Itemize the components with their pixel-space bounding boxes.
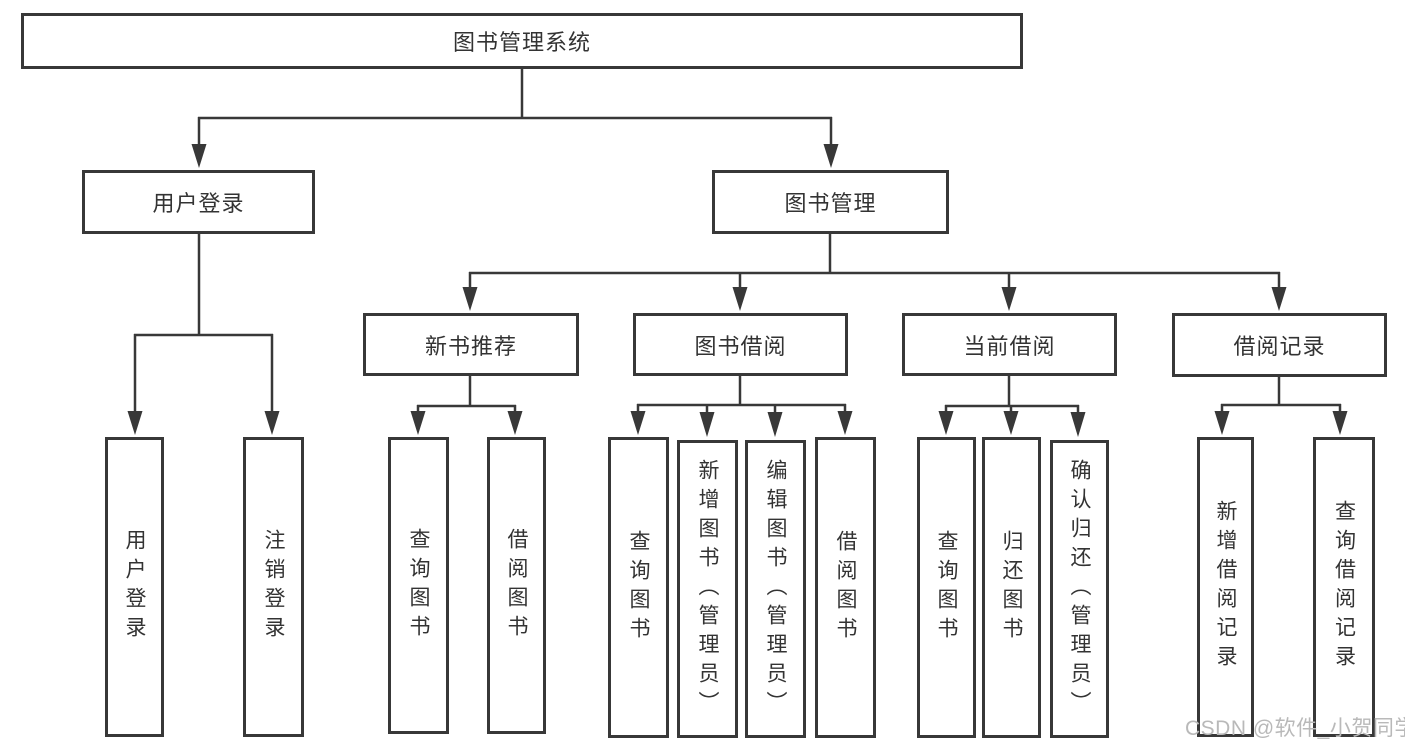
leaf-query-book-current: 查询图书 — [917, 437, 976, 738]
arrowhead-icon — [630, 411, 646, 435]
leaf-add-book-admin: 新增图书（管理员） — [677, 440, 738, 738]
arrowhead-icon — [462, 287, 478, 311]
csdn-watermark: CSDN @软件_小贺同学 — [1185, 717, 1405, 740]
arrowhead-icon — [767, 412, 783, 437]
arrowhead-icon — [837, 411, 853, 435]
node-label: 用户登录 — [123, 529, 147, 645]
node-label: 当前借阅 — [963, 333, 1056, 359]
node-label: 归还图书 — [1000, 529, 1024, 646]
leaf-borrow-book-recommend: 借阅图书 — [487, 437, 546, 734]
leaf-query-book-recommend: 查询图书 — [388, 437, 449, 734]
leaf-logout: 注销登录 — [243, 437, 304, 737]
node-label: 图书管理系统 — [452, 30, 591, 55]
node-label: 借阅图书 — [505, 527, 529, 644]
node-label: 查询图书 — [935, 529, 959, 646]
arrowhead-icon — [823, 144, 839, 168]
node-library-system: 图书管理系统 — [21, 13, 1023, 69]
node-label: 图书借阅 — [694, 333, 787, 359]
arrowhead-icon — [1332, 411, 1348, 435]
node-label: 新增图书（管理员） — [696, 458, 720, 720]
node-label: 确认归还（管理员） — [1068, 458, 1092, 720]
arrowhead-icon — [191, 144, 207, 168]
arrowhead-icon — [507, 411, 523, 435]
arrowhead-icon — [732, 287, 748, 311]
node-book-borrow: 图书借阅 — [633, 313, 848, 376]
node-label: 新增借阅记录 — [1214, 500, 1238, 674]
node-current-borrow: 当前借阅 — [902, 313, 1117, 376]
leaf-edit-book-admin: 编辑图书（管理员） — [745, 440, 806, 738]
node-new-book-recommend: 新书推荐 — [363, 313, 579, 376]
node-label: 编辑图书（管理员） — [764, 458, 788, 720]
arrowhead-icon — [1003, 411, 1019, 435]
node-label: 查询图书 — [407, 527, 431, 644]
arrowhead-icon — [1271, 287, 1287, 311]
leaf-user-login: 用户登录 — [105, 437, 164, 737]
leaf-query-borrow-record: 查询借阅记录 — [1313, 437, 1375, 737]
node-borrow-records: 借阅记录 — [1172, 313, 1387, 377]
arrowhead-icon — [1070, 412, 1086, 437]
node-label: 查询图书 — [627, 529, 651, 646]
leaf-return-book: 归还图书 — [982, 437, 1041, 738]
node-user-login: 用户登录 — [82, 170, 315, 234]
arrowhead-icon — [1214, 411, 1230, 435]
node-book-management: 图书管理 — [712, 170, 949, 234]
leaf-add-borrow-record: 新增借阅记录 — [1197, 437, 1254, 737]
leaf-borrow-book: 借阅图书 — [815, 437, 876, 738]
arrowhead-icon — [699, 412, 715, 437]
arrowhead-icon — [264, 411, 280, 435]
arrowhead-icon — [938, 411, 954, 435]
node-label: 借阅记录 — [1233, 334, 1326, 359]
node-label: 注销登录 — [262, 529, 286, 645]
leaf-query-book-borrow: 查询图书 — [608, 437, 669, 738]
arrowhead-icon — [410, 411, 426, 435]
leaf-confirm-return-admin: 确认归还（管理员） — [1050, 440, 1109, 738]
arrowhead-icon — [1001, 287, 1017, 311]
arrowhead-icon — [127, 411, 143, 435]
node-label: 图书管理 — [784, 191, 877, 216]
node-label: 用户登录 — [152, 191, 245, 216]
node-label: 新书推荐 — [424, 333, 517, 359]
node-label: 借阅图书 — [834, 529, 858, 646]
node-label: 查询借阅记录 — [1332, 500, 1356, 674]
